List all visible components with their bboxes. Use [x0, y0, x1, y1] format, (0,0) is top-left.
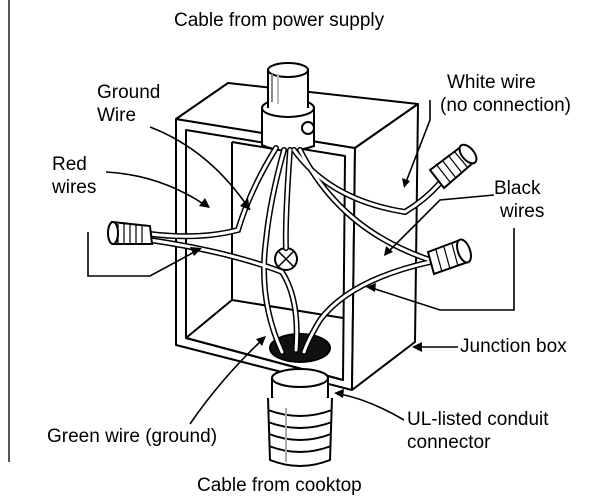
wires-highlight [148, 146, 442, 354]
label-cable-from-cooktop: Cable from cooktop [197, 475, 362, 496]
label-ground-wire: Ground Wire [97, 81, 160, 127]
top-cable-connector [261, 62, 315, 152]
wire-nut-black [426, 238, 472, 276]
left-border-line [8, 0, 10, 462]
leader-lines [87, 100, 515, 425]
label-conduit-connector: UL-listed conduit connector [407, 408, 549, 454]
label-black-wires-line2: wires [500, 201, 545, 222]
label-red-wires-line1: Red [52, 154, 87, 175]
label-ground-wire-line1: Ground [97, 82, 161, 103]
label-red-wires-line2: wires [52, 177, 97, 198]
label-white-wire: White wire (no connection) [440, 71, 571, 117]
label-black-wires: Black wires [494, 177, 544, 223]
label-cable-from-power-supply: Cable from power supply [174, 10, 385, 31]
ground-screw [274, 247, 298, 271]
label-white-wire-line2: (no connection) [440, 95, 571, 116]
label-conduit-connector-line2: connector [407, 432, 491, 453]
label-junction-box: Junction box [460, 336, 567, 357]
label-conduit-connector-line1: UL-listed conduit [407, 409, 549, 430]
label-ground-wire-line2: Wire [97, 105, 137, 126]
wire-nut-left [107, 220, 154, 245]
bottom-conduit-connector [267, 333, 333, 467]
label-red-wires: Red wires [52, 153, 96, 199]
wire-nut-white [428, 143, 478, 190]
label-black-wires-line1: Black [494, 178, 541, 199]
label-white-wire-line1: White wire [447, 72, 536, 93]
label-green-wire: Green wire (ground) [47, 426, 218, 447]
